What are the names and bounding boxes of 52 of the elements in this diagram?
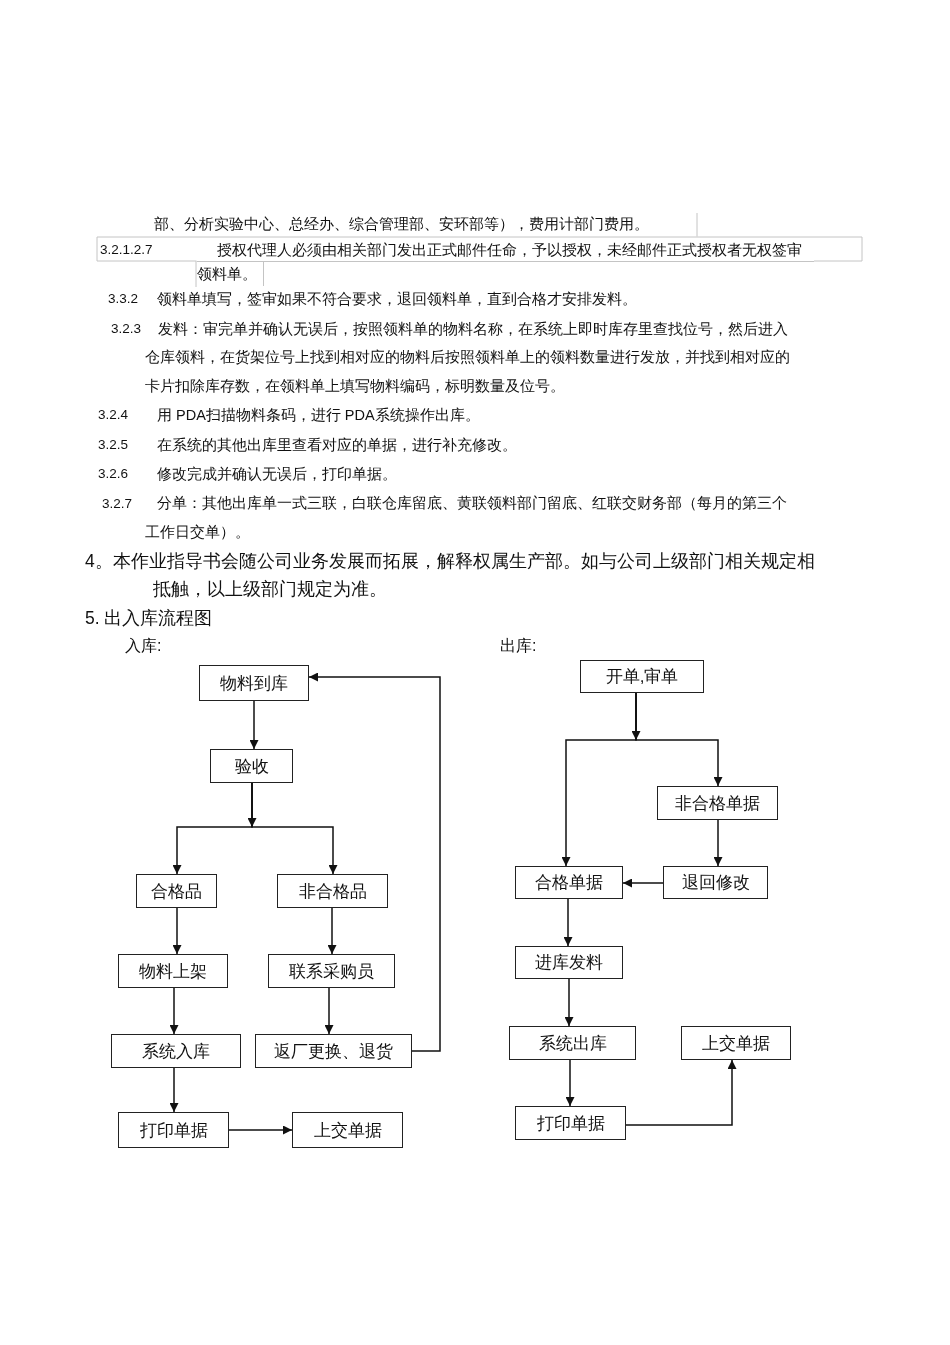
process-box: 上交单据 [292,1112,403,1148]
section-heading: 5. 出入库流程图 [85,607,214,630]
process-box: 打印单据 [118,1112,229,1148]
arrow [308,672,441,1052]
process-box: 验收 [210,749,293,783]
paragraph: 部、分析实验中心、总经办、综合管理部、安环部等），费用计部门费用。 [154,215,650,234]
section-number: 3.2.7 [102,494,134,513]
process-box: 系统入库 [111,1034,241,1068]
process-box: 进库发料 [515,946,623,979]
process-box: 合格品 [136,874,217,908]
process-box: 上交单据 [681,1026,791,1060]
arrow [169,987,179,1035]
section-number: 3.2.1.2.7 [100,241,154,259]
section-number: 3.2.3 [111,319,143,338]
process-box: 合格单据 [515,866,623,899]
process-box: 开单,审单 [580,660,704,693]
process-box: 物料到库 [199,665,309,701]
process-box: 系统出库 [509,1026,636,1060]
section-number: 3.2.6 [98,465,130,483]
paragraph: 在系统的其他出库里查看对应的单据，进行补充修改。 [157,436,518,455]
arrow [635,692,723,787]
paragraph: 发料：审完单并确认无误后，按照领料单的物料名称，在系统上即时库存里查找位号，然后进入仓库领料，在货架位号上找到相对应的物料后按照领料单上的领料数量进行发放，并找到相对应的卡片扣除库存数，在领料单上填写物料编码，标明数量及位号。 [145,319,790,396]
paragraph: 4。本作业指导书会随公司业务发展而拓展，解释权属生产部。如与公司上级部门相关规定相抵触，以上级部门规定为准。 [85,550,816,601]
arrow [563,898,573,947]
paragraph: 修改完成并确认无误后，打印单据。 [157,465,398,484]
arrow [324,987,334,1035]
arrow [327,907,337,955]
arrow [249,700,259,750]
paragraph: 分单：其他出库单一式三联，白联仓库留底、黄联领料部门留底、红联交财务部（每月的第三个工作日交单）。 [145,493,787,542]
arrow [564,978,574,1027]
arrow [625,1059,737,1126]
arrow [713,819,723,867]
process-box: 联系采购员 [268,954,395,988]
paragraph: 领料单填写，签审如果不符合要求，退回领料单，直到合格才安排发料。 [157,290,638,309]
flowchart-heading: 入库: [125,636,163,656]
arrow [169,1067,179,1113]
section-number: 3.2.4 [98,406,130,424]
arrow [622,878,664,888]
section-number: 3.2.5 [98,436,130,454]
arrow [565,1059,575,1107]
process-box: 非合格品 [277,874,388,908]
paragraph: 用 PDA扫描物料条码，进行 PDA系统操作出库。 [157,406,481,425]
process-box: 返厂更换、退货 [255,1034,412,1068]
process-box: 退回修改 [663,866,768,899]
flowchart-heading: 出库: [500,636,538,656]
arrow [172,907,182,955]
arrow [228,1125,293,1135]
process-box: 非合格单据 [657,786,778,820]
arrow [251,782,338,875]
section-number: 3.3.2 [108,290,140,308]
process-box: 打印单据 [515,1106,626,1140]
process-box: 物料上架 [118,954,228,988]
